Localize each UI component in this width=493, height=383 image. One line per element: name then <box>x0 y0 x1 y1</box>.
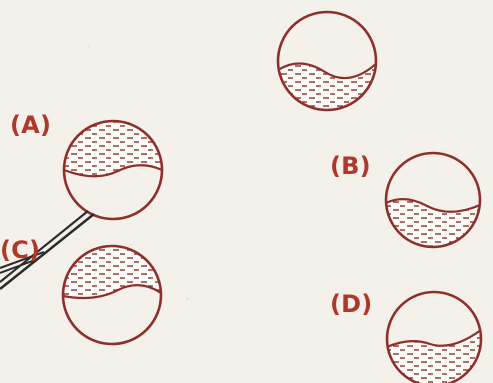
label-b: (B) <box>330 152 371 180</box>
circle-top-unlabeled <box>276 10 378 112</box>
circle-a <box>62 119 164 221</box>
label-c: (C) <box>0 236 41 264</box>
circle-c <box>61 244 163 346</box>
rod-line <box>0 210 95 290</box>
circle-b <box>384 151 482 249</box>
circle-d <box>385 290 483 383</box>
label-d: (D) <box>330 290 373 318</box>
label-a: (A) <box>10 111 52 139</box>
